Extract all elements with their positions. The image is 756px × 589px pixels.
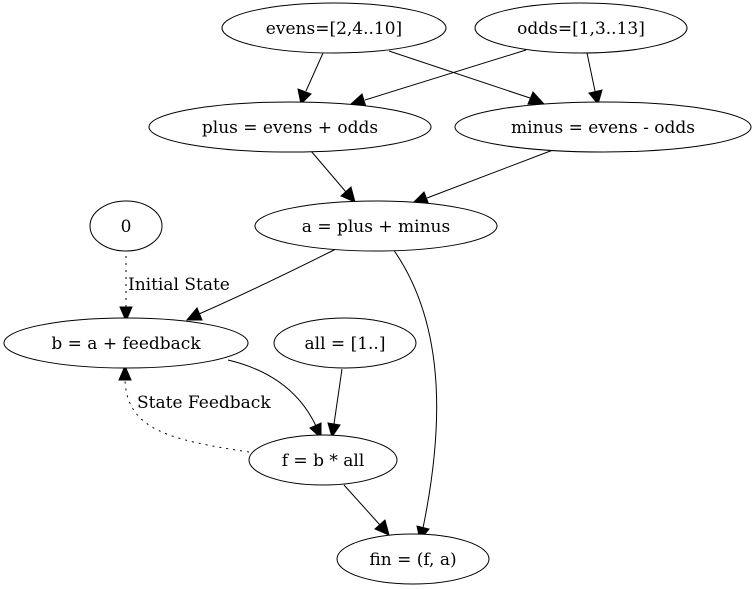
edge-a-b xyxy=(185,248,337,321)
edge-minus-a xyxy=(411,149,554,206)
edge-label-state-feedback: State Feedback xyxy=(137,393,271,413)
edge-all-f xyxy=(327,368,343,439)
edge-evens-plus xyxy=(297,52,324,106)
node-odds[interactable]: odds=[1,3..13] xyxy=(474,2,688,54)
edge-f-fin xyxy=(343,484,390,536)
edge-label-initial-state: Initial State xyxy=(128,275,230,295)
node-f-label: f = b * all xyxy=(282,451,365,471)
node-f[interactable]: f = b * all xyxy=(248,434,398,486)
node-odds-label: odds=[1,3..13] xyxy=(517,19,645,39)
node-minus[interactable]: minus = evens - odds xyxy=(454,101,752,153)
node-b-label: b = a + feedback xyxy=(51,334,201,354)
node-fin[interactable]: fin = (f, a) xyxy=(336,533,490,585)
node-all[interactable]: all = [1..] xyxy=(273,317,417,369)
node-evens[interactable]: evens=[2,4..10] xyxy=(221,2,447,54)
node-b[interactable]: b = a + feedback xyxy=(3,317,249,369)
node-evens-label: evens=[2,4..10] xyxy=(266,19,402,39)
edge-plus-a xyxy=(310,150,356,203)
node-all-label: all = [1..] xyxy=(305,334,386,354)
node-plus-label: plus = evens + odds xyxy=(202,118,378,138)
node-a[interactable]: a = plus + minus xyxy=(254,200,498,252)
node-minus-label: minus = evens - odds xyxy=(511,118,695,138)
node-plus[interactable]: plus = evens + odds xyxy=(148,101,432,153)
node-fin-label: fin = (f, a) xyxy=(369,550,456,570)
node-zero[interactable]: 0 xyxy=(89,200,163,252)
edge-evens-minus xyxy=(388,50,546,105)
node-zero-label: 0 xyxy=(121,217,132,237)
edge-f-b xyxy=(118,364,250,453)
edge-a-fin xyxy=(392,248,438,542)
edge-odds-plus xyxy=(349,49,527,108)
node-a-label: a = plus + minus xyxy=(302,217,450,237)
edge-b-f xyxy=(227,359,322,440)
edge-zero-b xyxy=(119,249,133,323)
edge-odds-minus xyxy=(586,52,603,106)
